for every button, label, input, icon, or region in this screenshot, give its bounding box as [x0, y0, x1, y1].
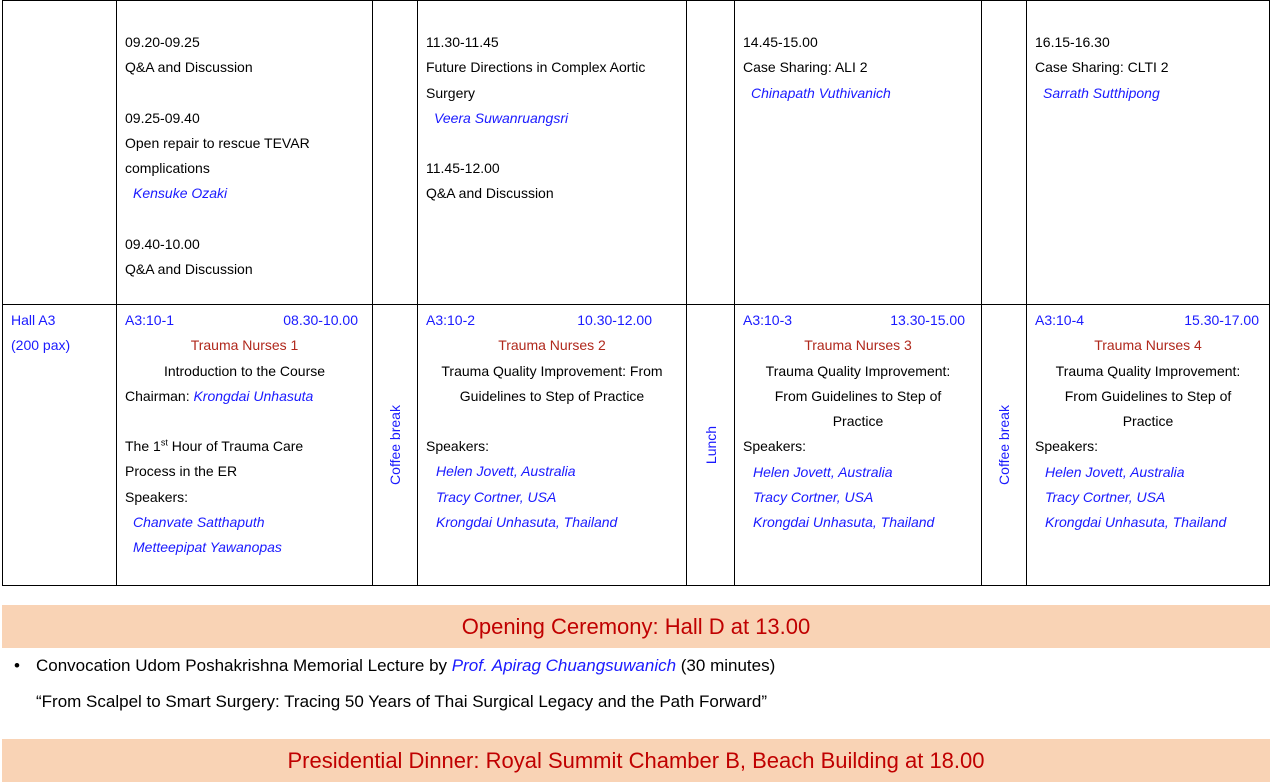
speaker-name: Krongdai Unhasuta, Thailand — [1045, 514, 1227, 531]
session-code: A3:10-3 — [743, 312, 793, 328]
speaker-name: Veera Suwanruangsri — [434, 109, 569, 126]
session-code: A3:10-4 — [1035, 312, 1085, 328]
upper-col4: 16.15-16.30 Case Sharing: CLTI 2 Sarrath… — [1026, 0, 1270, 305]
item-title: Case Sharing: CLTI 2 — [1035, 59, 1169, 76]
lunch-cell: Lunch — [686, 304, 735, 586]
lunch-label: Lunch — [702, 425, 719, 465]
speaker-name: Krongdai Unhasuta, Thailand — [436, 514, 618, 531]
item-time: 14.45-15.00 — [743, 34, 818, 50]
session-topic: From Guidelines to Step of — [1064, 387, 1232, 404]
upper-col2: 11.30-11.45 Future Directions in Complex… — [417, 0, 687, 305]
session-name: Trauma Nurses 2 — [498, 337, 606, 354]
speaker-name: Tracy Cortner, USA — [1045, 489, 1166, 506]
session-name: Trauma Nurses 1 — [190, 337, 299, 354]
item-title: Q&A and Discussion — [426, 185, 554, 202]
speaker-name: Kensuke Ozaki — [133, 185, 228, 202]
speaker-name: Tracy Cortner, USA — [753, 489, 874, 506]
session-code: A3:10-2 — [426, 312, 476, 328]
item-time: 11.30-11.45 — [426, 34, 499, 50]
bullet-icon: • — [14, 656, 20, 675]
chairman-line: Chairman: Krongdai Unhasuta — [125, 387, 314, 404]
lecturer-name: Prof. Apirag Chuangsuwanich — [451, 656, 677, 675]
item-title: Future Directions in Complex Aortic — [426, 59, 646, 76]
session-time: 13.30-15.00 — [890, 312, 965, 328]
item-title: Surgery — [426, 84, 476, 101]
speakers-label: Speakers: — [1035, 438, 1099, 455]
speaker-name: Helen Jovett, Australia — [1045, 463, 1185, 480]
session-topic: Practice — [1122, 413, 1174, 430]
item-time: 09.40-10.00 — [125, 235, 200, 252]
speakers-label: Speakers: — [426, 438, 490, 455]
speaker-name: Sarrath Sutthipong — [1043, 84, 1160, 101]
speaker-name: Metteepipat Yawanopas — [133, 539, 282, 556]
speaker-name: Helen Jovett, Australia — [753, 463, 893, 480]
hall-cell-empty — [2, 0, 117, 305]
presidential-dinner-banner: Presidential Dinner: Royal Summit Chambe… — [2, 739, 1270, 782]
item-title: Open repair to rescue TEVAR — [125, 134, 310, 151]
session-a3-10-3: A3:10-3 13.30-15.00 Trauma Nurses 3 Traum… — [734, 304, 982, 586]
hall-capacity: (200 pax) — [11, 337, 71, 354]
lecture-title: “From Scalpel to Smart Surgery: Tracing … — [36, 692, 768, 711]
item-time: 09.25-09.40 — [125, 109, 200, 126]
speakers-label: Speakers: — [743, 438, 807, 455]
chairman-name: Krongdai Unhasuta — [193, 387, 314, 404]
session-time: 15.30-17.00 — [1184, 312, 1259, 328]
coffee-break-label: Coffee break — [387, 405, 403, 485]
speaker-name: Tracy Cortner, USA — [436, 488, 557, 505]
session-time: 10.30-12.00 — [577, 312, 652, 328]
session-topic: Guidelines to Step of Practice — [459, 387, 645, 404]
session-name: Trauma Nurses 4 — [1094, 337, 1202, 354]
item-time: 16.15-16.30 — [1035, 34, 1110, 50]
coffee-break-label: Coffee break — [996, 405, 1012, 485]
schedule-table: 09.20-09.25 Q&A and Discussion 09.25-09.… — [2, 0, 1270, 586]
session-code: A3:10-1 — [125, 312, 175, 328]
speaker-name: Chinapath Vuthivanich — [751, 84, 891, 101]
session-topic: Trauma Quality Improvement: — [1055, 362, 1241, 379]
item-title: Q&A and Discussion — [125, 261, 253, 278]
session-topic: Trauma Quality Improvement: — [765, 362, 951, 379]
upper-row: 09.20-09.25 Q&A and Discussion 09.25-09.… — [2, 0, 1270, 305]
lecture-line: Convocation Udom Poshakrishna Memorial L… — [36, 656, 776, 675]
session-topic: Practice — [832, 413, 884, 430]
item-title: complications — [125, 160, 210, 177]
item-time: 09.20-09.25 — [125, 34, 200, 50]
speaker-name: Chanvate Satthaputh — [133, 514, 265, 531]
sub-title-line2: Process in the ER — [125, 463, 238, 480]
coffee-break-cell: Coffee break — [372, 304, 418, 586]
hall-cell: Hall A3 (200 pax) — [2, 304, 117, 586]
upper-col3: 14.45-15.00 Case Sharing: ALI 2 Chinapat… — [734, 0, 982, 305]
speaker-name: Krongdai Unhasuta, Thailand — [753, 514, 935, 531]
item-title: Case Sharing: ALI 2 — [743, 59, 868, 76]
session-topic: Introduction to the Course — [163, 362, 326, 379]
session-name: Trauma Nurses 3 — [804, 337, 912, 354]
sub-title: The 1st Hour of Trauma Care — [125, 437, 304, 455]
speakers-label: Speakers: — [125, 488, 189, 505]
upper-col1: 09.20-09.25 Q&A and Discussion 09.25-09.… — [116, 0, 373, 305]
session-a3-10-2: A3:10-2 10.30-12.00 Trauma Nurses 2 Traum… — [417, 304, 687, 586]
hall-name: Hall A3 — [11, 312, 56, 328]
session-a3-10-4: A3:10-4 15.30-17.00 Trauma Nurses 4 Traum… — [1026, 304, 1270, 586]
item-title: Q&A and Discussion — [125, 59, 253, 76]
session-a3-10-1: A3:10-1 08.30-10.00 Trauma Nurses 1 Intro… — [116, 304, 373, 586]
session-topic: From Guidelines to Step of — [774, 387, 942, 404]
opening-ceremony-banner: Opening Ceremony: Hall D at 13.00 — [2, 605, 1270, 648]
session-topic: Trauma Quality Improvement: From — [441, 362, 663, 379]
hall-a3-row: Hall A3 (200 pax) A3:10-1 08.30-10.00 Tra… — [2, 304, 1270, 586]
speaker-name: Helen Jovett, Australia — [436, 463, 576, 480]
item-time: 11.45-12.00 — [426, 160, 500, 177]
coffee-break-cell: Coffee break — [981, 304, 1027, 586]
session-time: 08.30-10.00 — [283, 312, 358, 328]
